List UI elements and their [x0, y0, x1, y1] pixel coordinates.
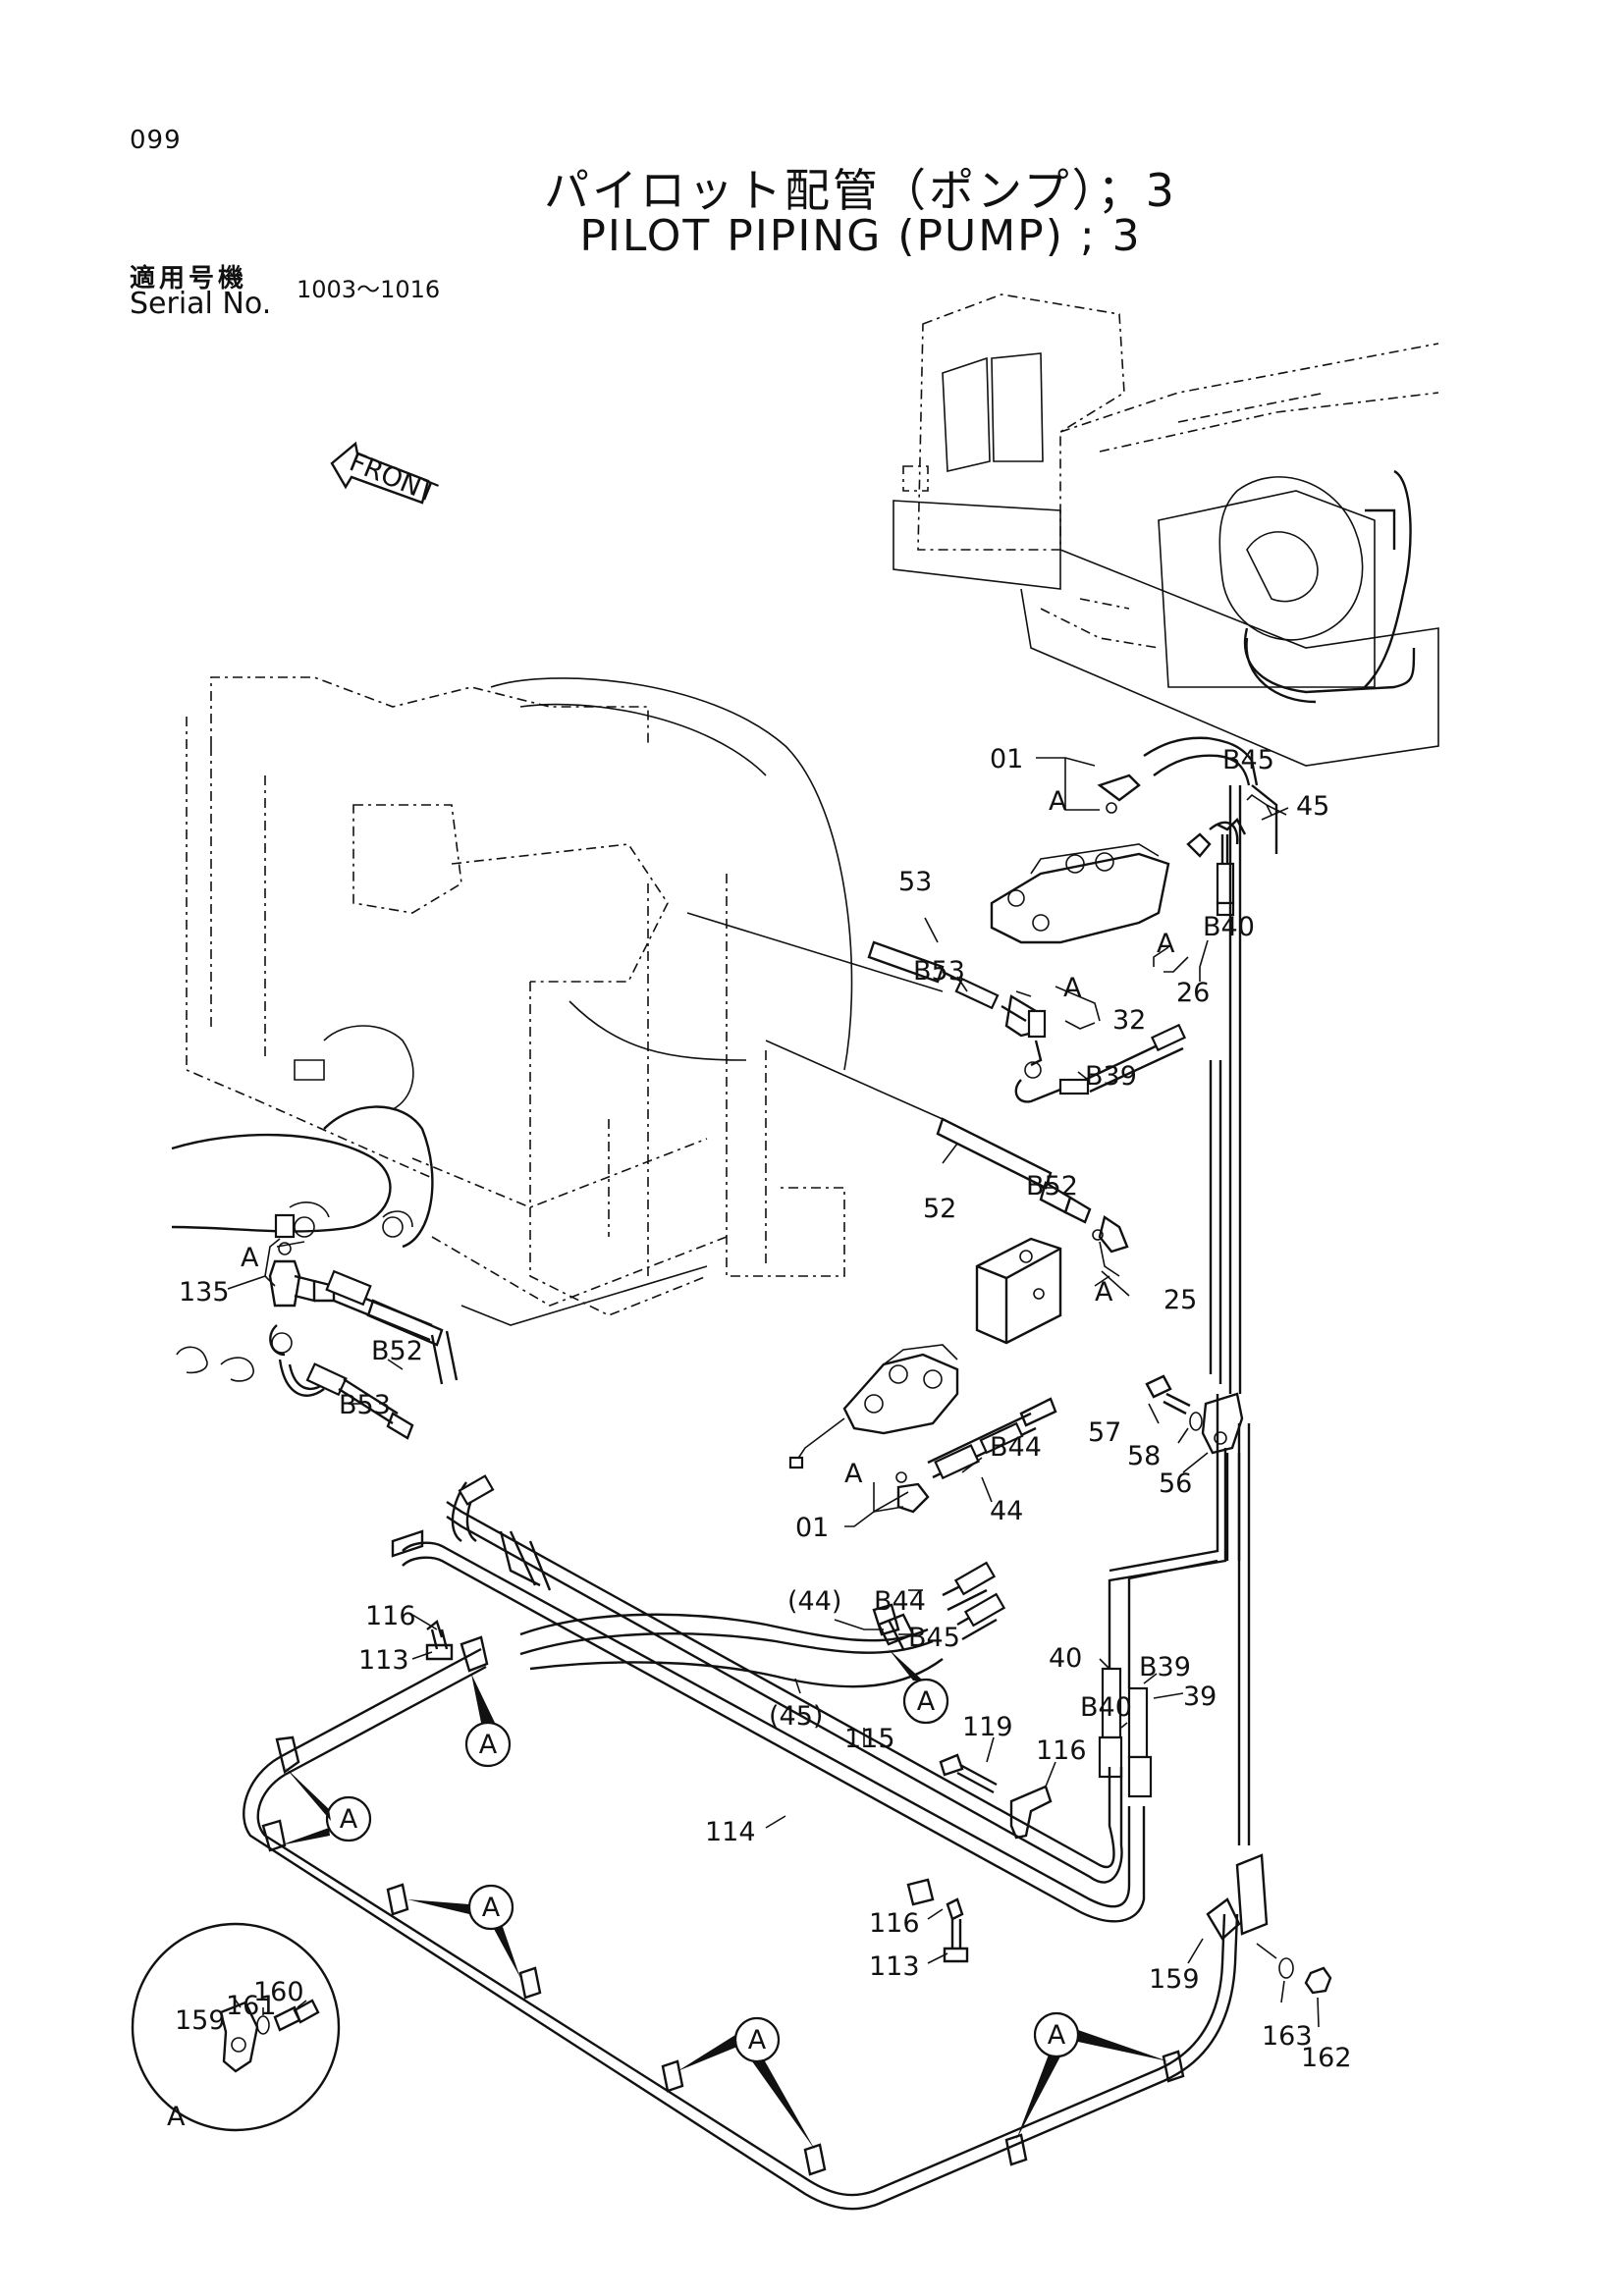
- label-b40-lower: B40: [1080, 1692, 1132, 1723]
- label-160: 160: [253, 1977, 304, 2007]
- label-113-lower: 113: [869, 1951, 920, 1982]
- label-115: 115: [844, 1724, 895, 1754]
- pilot-valve-upper: [990, 736, 1278, 944]
- nut-162: [1256, 1943, 1332, 1995]
- label-b53-upper: B53: [913, 956, 965, 987]
- circle-ref-2: A: [464, 1674, 512, 1768]
- label-161: 161: [226, 1991, 277, 2021]
- front-label: FRONT: [345, 447, 441, 508]
- bolt-113-lower: [943, 1897, 969, 1963]
- serial-label-japanese: 適用号機: [130, 264, 248, 294]
- label-116-lower: 116: [869, 1908, 920, 1939]
- loop-clamps: [261, 1603, 1241, 2176]
- label-b40-upper: B40: [1203, 912, 1255, 942]
- hose-53: [867, 940, 1187, 1103]
- circle-ref-1: A: [889, 1649, 949, 1725]
- label-a-3: A: [1157, 929, 1175, 959]
- label-32: 32: [1112, 1005, 1146, 1036]
- label-01-lower: 01: [795, 1513, 829, 1543]
- label-45: 45: [1296, 791, 1329, 822]
- leader-lines: [227, 757, 1320, 2028]
- label-114: 114: [705, 1817, 756, 1847]
- label-b52-lower: B52: [371, 1336, 423, 1366]
- label-01-upper: 01: [990, 744, 1023, 774]
- circle-ref-5: A: [677, 2016, 815, 2150]
- svg-text:A: A: [482, 1893, 501, 1923]
- page-title-japanese: パイロット配管（ポンプ）；3: [544, 164, 1177, 217]
- label-b39-upper: B39: [1085, 1061, 1137, 1092]
- circle-ref-3: A: [280, 1767, 372, 1845]
- label-52: 52: [923, 1194, 956, 1224]
- label-163: 163: [1262, 2021, 1313, 2052]
- svg-text:A: A: [748, 2025, 767, 2056]
- label-116-middle: 116: [1036, 1735, 1087, 1766]
- label-a-detail: A: [167, 2102, 186, 2132]
- part-labels: 01 A B45 45 53 B53 A 32 A B40 26 B39 52 …: [167, 744, 1352, 2132]
- label-39: 39: [1183, 1682, 1217, 1712]
- label-44-paren: (44): [787, 1586, 841, 1617]
- label-162: 162: [1301, 2043, 1352, 2073]
- svg-text:A: A: [340, 1804, 358, 1835]
- label-a-5: A: [241, 1243, 259, 1273]
- label-b45-lower: B45: [908, 1623, 960, 1653]
- label-135: 135: [179, 1277, 230, 1308]
- label-b44-lower: B44: [874, 1586, 926, 1617]
- label-a-4: A: [1095, 1277, 1113, 1308]
- label-a-6: A: [844, 1459, 863, 1489]
- pipes-114-115: [391, 1474, 1146, 1923]
- hoses-44-45: [519, 1561, 1006, 1688]
- label-56: 56: [1159, 1468, 1192, 1499]
- label-b53-lower: B53: [339, 1390, 391, 1420]
- clamp-56-assembly: [1145, 1374, 1244, 1455]
- label-40: 40: [1049, 1643, 1082, 1674]
- front-arrow-icon: FRONT: [330, 441, 441, 509]
- circle-ref-markers: A A A A A A: [280, 1649, 1168, 2150]
- svg-text:A: A: [917, 1686, 936, 1717]
- svg-text:A: A: [479, 1730, 498, 1760]
- label-26: 26: [1176, 978, 1210, 1008]
- block-25: [975, 1237, 1062, 1345]
- page-number: 099: [130, 126, 182, 155]
- svg-text:A: A: [1048, 2020, 1066, 2051]
- circle-ref-4: A: [407, 1884, 520, 1978]
- label-159-main: 159: [1149, 1964, 1200, 1995]
- label-57: 57: [1088, 1417, 1121, 1448]
- serial-range: 1003～1016: [297, 276, 441, 303]
- vertical-pipes-right: [1098, 785, 1269, 1936]
- label-116-upper: 116: [365, 1601, 416, 1631]
- bolt-119: [939, 1753, 1053, 1840]
- frame-pipe-loop: [243, 1647, 1239, 2211]
- machine-overview: [893, 294, 1439, 767]
- label-25: 25: [1163, 1285, 1197, 1315]
- label-119: 119: [962, 1712, 1013, 1742]
- label-113-upper: 113: [358, 1645, 409, 1676]
- label-159-detail: 159: [175, 2005, 226, 2036]
- label-a-2: A: [1063, 973, 1082, 1003]
- bolt-113-upper: [425, 1619, 454, 1661]
- label-b44-upper: B44: [990, 1432, 1042, 1463]
- page-title-english: PILOT PIPING (PUMP) ; 3: [579, 211, 1142, 261]
- detail-view-a: [131, 1922, 341, 2132]
- label-b52-upper: B52: [1026, 1171, 1078, 1201]
- pilot-valve-lower: [788, 1344, 1057, 1514]
- pump-assembly: [171, 676, 853, 1382]
- circle-ref-6: A: [1016, 2011, 1168, 2140]
- tee-fitting-135: [268, 1213, 459, 1440]
- label-a-1: A: [1049, 786, 1067, 817]
- label-b39-lower: B39: [1139, 1652, 1191, 1682]
- serial-label-english: Serial No.: [130, 287, 272, 321]
- label-b45-upper: B45: [1222, 745, 1274, 775]
- label-44: 44: [990, 1496, 1023, 1526]
- label-58: 58: [1127, 1441, 1161, 1471]
- label-53: 53: [898, 867, 932, 897]
- label-45-paren: (45): [769, 1701, 823, 1732]
